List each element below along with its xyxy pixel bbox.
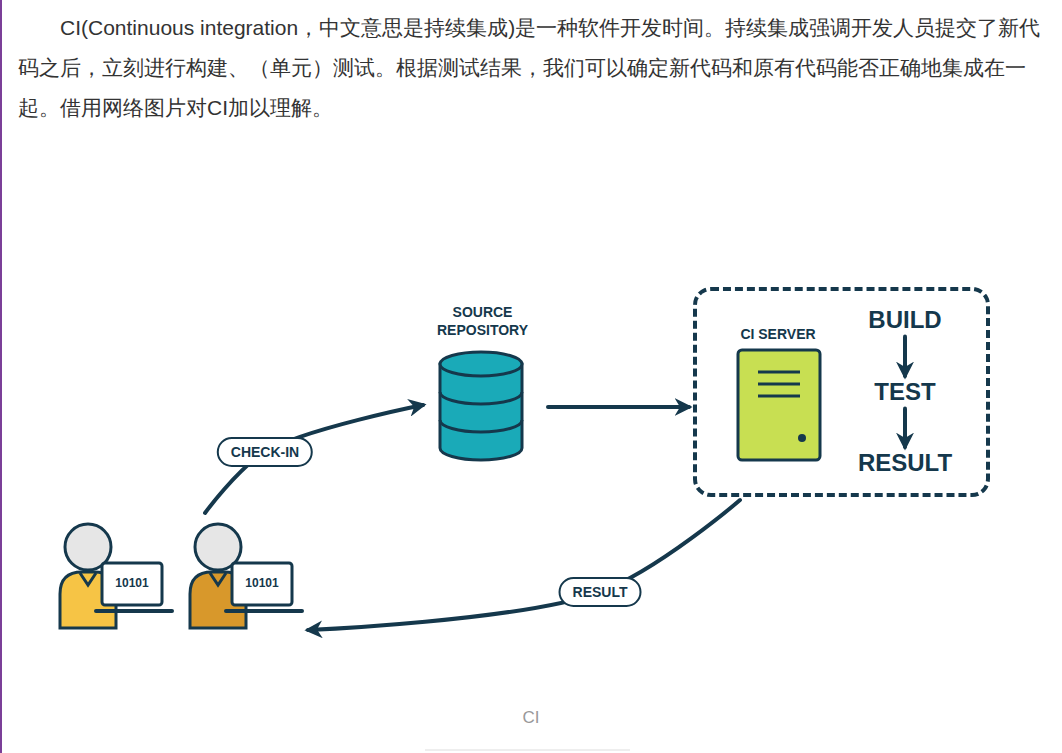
developer-group: 10101 10101 — [55, 515, 305, 635]
node-heading: SOURCE REPOSITORY — [425, 303, 540, 339]
caption-rule — [425, 750, 630, 751]
edge-label: RESULT — [559, 577, 642, 607]
step-label: TEST — [870, 379, 939, 405]
page-border — [0, 0, 2, 753]
step-text: TEST — [874, 379, 935, 405]
flow-arrow — [903, 408, 907, 447]
step-label: RESULT — [854, 450, 956, 476]
database-icon — [440, 352, 522, 460]
flow-arrow — [548, 405, 689, 409]
step-text: RESULT — [858, 450, 952, 476]
flow-arrow — [205, 405, 423, 513]
repository-node: SOURCE REPOSITORY — [425, 303, 540, 465]
developer-figure — [190, 524, 302, 628]
screen-code: 10101 — [102, 575, 162, 591]
server-icon — [738, 350, 820, 460]
developer-figure — [60, 524, 172, 628]
flow-arrow — [308, 500, 740, 630]
intro-paragraph: CI(Continuous integration，中文意思是持续集成)是一种软… — [18, 8, 1048, 128]
flow-arrow — [903, 336, 907, 376]
screen-code: 10101 — [232, 575, 292, 591]
figure-caption: CI — [0, 708, 1062, 728]
edge-label: CHECK-IN — [217, 437, 313, 467]
step-text: BUILD — [868, 307, 941, 333]
node-heading: CI SERVER — [723, 325, 833, 343]
ci-server-region: CI SERVER BUILD TEST RESULT — [693, 287, 990, 497]
step-label: BUILD — [864, 307, 945, 333]
